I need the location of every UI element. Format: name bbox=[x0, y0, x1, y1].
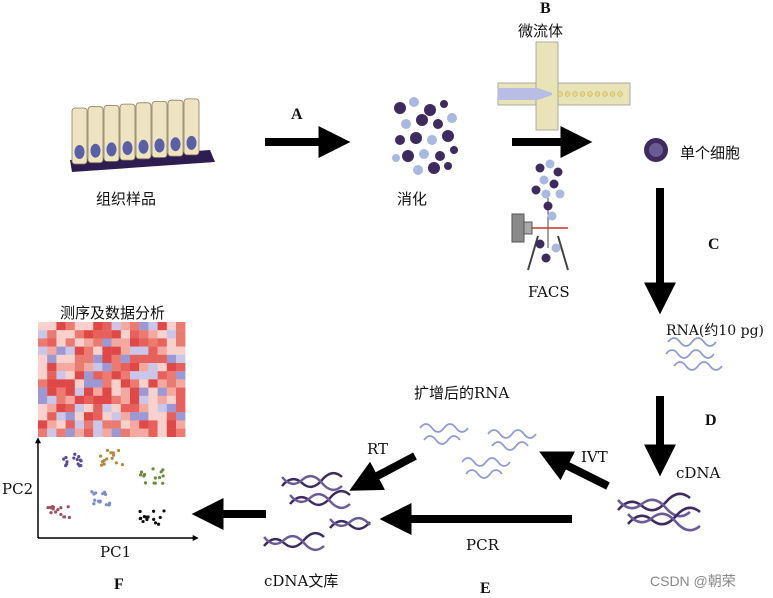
label-rna: RNA(约10 pg) bbox=[666, 323, 765, 339]
label-cdna-library: cDNA文库 bbox=[264, 572, 339, 590]
step-c: C bbox=[708, 236, 720, 253]
sequencing-heatmap bbox=[38, 322, 186, 437]
step-d: D bbox=[705, 412, 717, 429]
label-pc2: PC2 bbox=[2, 480, 34, 498]
label-single-cell: 单个细胞 bbox=[680, 144, 741, 162]
facs-sorter bbox=[511, 159, 569, 271]
tissue-sample-illustration bbox=[70, 98, 215, 172]
step-e: E bbox=[480, 580, 491, 597]
amplified-rna-strands bbox=[419, 423, 537, 479]
label-tissue-sample: 组织样品 bbox=[96, 190, 157, 208]
single-cell-icon bbox=[644, 138, 668, 162]
label-sequencing: 测序及数据分析 bbox=[60, 304, 166, 322]
cdna-library-helices bbox=[263, 471, 371, 552]
label-ivt: IVT bbox=[581, 448, 608, 466]
label-pcr: PCR bbox=[466, 536, 499, 554]
label-cdna: cDNA bbox=[676, 464, 721, 482]
label-facs: FACS bbox=[528, 283, 570, 301]
label-amplified-rna: 扩增后的RNA bbox=[414, 384, 510, 402]
arrow-ivt bbox=[539, 451, 610, 490]
microfluidic-chip bbox=[497, 41, 631, 131]
watermark: CSDN @朝荣 bbox=[650, 573, 736, 589]
step-f: F bbox=[114, 576, 124, 593]
step-a: A bbox=[291, 106, 303, 123]
rna-strands bbox=[665, 337, 723, 371]
cdna-helix bbox=[617, 492, 701, 532]
label-rt: RT bbox=[367, 440, 389, 458]
label-microfluidic: 微流体 bbox=[518, 22, 564, 40]
arrow-rt bbox=[349, 452, 417, 491]
step-b: B bbox=[540, 0, 551, 17]
label-pc1: PC1 bbox=[100, 543, 132, 561]
digested-cell-cluster bbox=[392, 97, 458, 175]
pca-plot bbox=[35, 437, 199, 541]
label-digestion: 消化 bbox=[397, 190, 428, 208]
